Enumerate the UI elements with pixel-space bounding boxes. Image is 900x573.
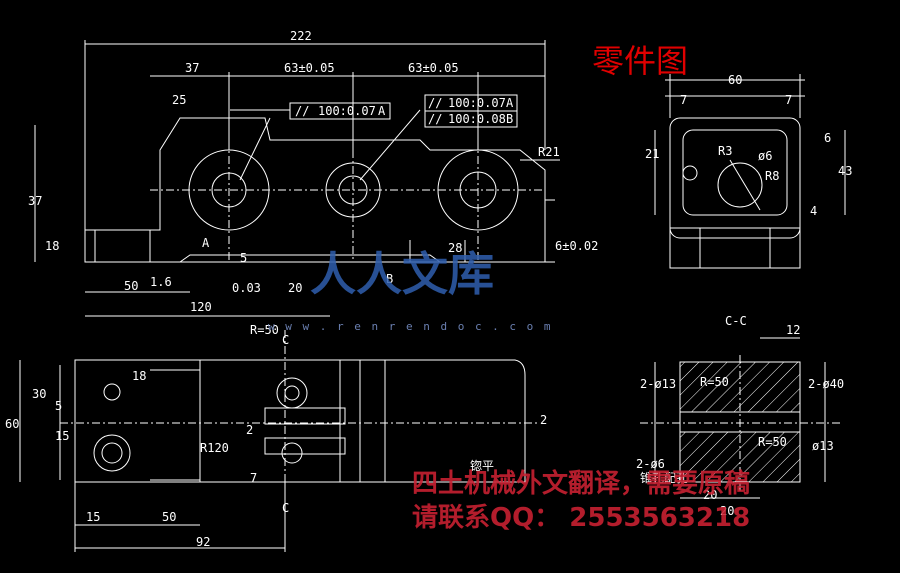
tol-stack-sym-2: // [428, 112, 442, 126]
dim-15-top: 15 [55, 429, 69, 443]
tol-frame-sym: // [295, 104, 309, 118]
ra-16: 1.6 [150, 275, 172, 289]
top-view [19, 330, 540, 552]
dim-7-top: 7 [250, 471, 257, 485]
section-title: C-C [725, 314, 747, 328]
dim-120: 120 [190, 300, 212, 314]
front-view [34, 40, 560, 317]
dim-5-top: 5 [55, 399, 62, 413]
dim-total-length: 222 [290, 29, 312, 43]
dim-o6: ø6 [758, 149, 772, 163]
dim-tol-b: 63±0.05 [408, 61, 459, 75]
flatness: 0.03 [232, 281, 261, 295]
section-view [640, 337, 840, 499]
side-view [654, 74, 846, 269]
dim-28: 28 [448, 241, 462, 255]
tol-frame-ref: A [378, 104, 386, 118]
label-a: A [202, 236, 210, 250]
dim-2-o13: 2-ø13 [640, 377, 676, 391]
dim-43: 43 [838, 164, 852, 178]
section-mark-c-top: C [282, 333, 289, 347]
dim-6v: 6 [824, 131, 831, 145]
label-b: B [386, 272, 393, 286]
dim-20-section: 20 [703, 488, 717, 502]
tol-stack-val-1: 100:0.07 [448, 96, 506, 110]
dim-tol-a: 63±0.05 [284, 61, 335, 75]
dim-r21: R21 [538, 145, 560, 159]
watermark-logo: 人人文库 [310, 247, 494, 301]
dim-30: 30 [32, 387, 46, 401]
dim-37-vertical: 37 [28, 194, 42, 208]
dim-4: 4 [810, 204, 817, 218]
tol-frame-val: 100:0.07 [318, 104, 376, 118]
watermark-line2: 请联系QQ： 2553563218 [412, 503, 750, 533]
dim-25: 25 [172, 93, 186, 107]
dim-15-bottom: 15 [86, 510, 100, 524]
dim-height-tol: 6±0.02 [555, 239, 598, 253]
dim-2-o40: 2-ø40 [808, 377, 844, 391]
dim-r120: R120 [200, 441, 229, 455]
note-taper-hole: 锥孔配孔 [640, 471, 688, 485]
watermark-line1: 四土机械外文翻译，需要原稿 [412, 468, 750, 499]
tol-stack-sym-1: // [428, 96, 442, 110]
dim-60-top: 60 [5, 417, 19, 431]
dim-7-right: 7 [785, 93, 792, 107]
ra-50-section-a: R=50 [700, 375, 729, 389]
dim-60: 60 [728, 73, 742, 87]
ra-50-top: R=50 [250, 323, 279, 337]
dim-20: 20 [288, 281, 302, 295]
section-mark-c-bottom: C [282, 501, 289, 515]
dim-5: 5 [240, 251, 247, 265]
tol-stack-ref-2: B [506, 112, 513, 126]
dim-50: 50 [124, 279, 138, 293]
dim-2a: 2 [246, 423, 253, 437]
dim-o13: ø13 [812, 439, 834, 453]
dim-18-top: 18 [132, 369, 146, 383]
dim-7-left: 7 [680, 93, 687, 107]
dim-18: 18 [45, 239, 59, 253]
dim-r8: R8 [765, 169, 779, 183]
watermark-site: w w w . r e n r e n d o c . c o m [268, 320, 553, 333]
dim-92: 92 [196, 535, 210, 549]
tol-stack-ref-1: A [506, 96, 514, 110]
dim-2-o6: 2-ø6 [636, 457, 665, 471]
dim-12: 12 [786, 323, 800, 337]
ra-50-section-b: R=50 [758, 435, 787, 449]
tol-stack-val-2: 100:0.08 [448, 112, 506, 126]
dim-20-bottom: 20 [720, 504, 734, 518]
dim-50-bottom: 50 [162, 510, 176, 524]
dim-21: 21 [645, 147, 659, 161]
dim-37: 37 [185, 61, 199, 75]
dim-r3: R3 [718, 144, 732, 158]
note-spotface: 锪平 [470, 458, 494, 473]
drawing-title: 零件图 [592, 42, 688, 80]
dim-2b: 2 [540, 413, 547, 427]
